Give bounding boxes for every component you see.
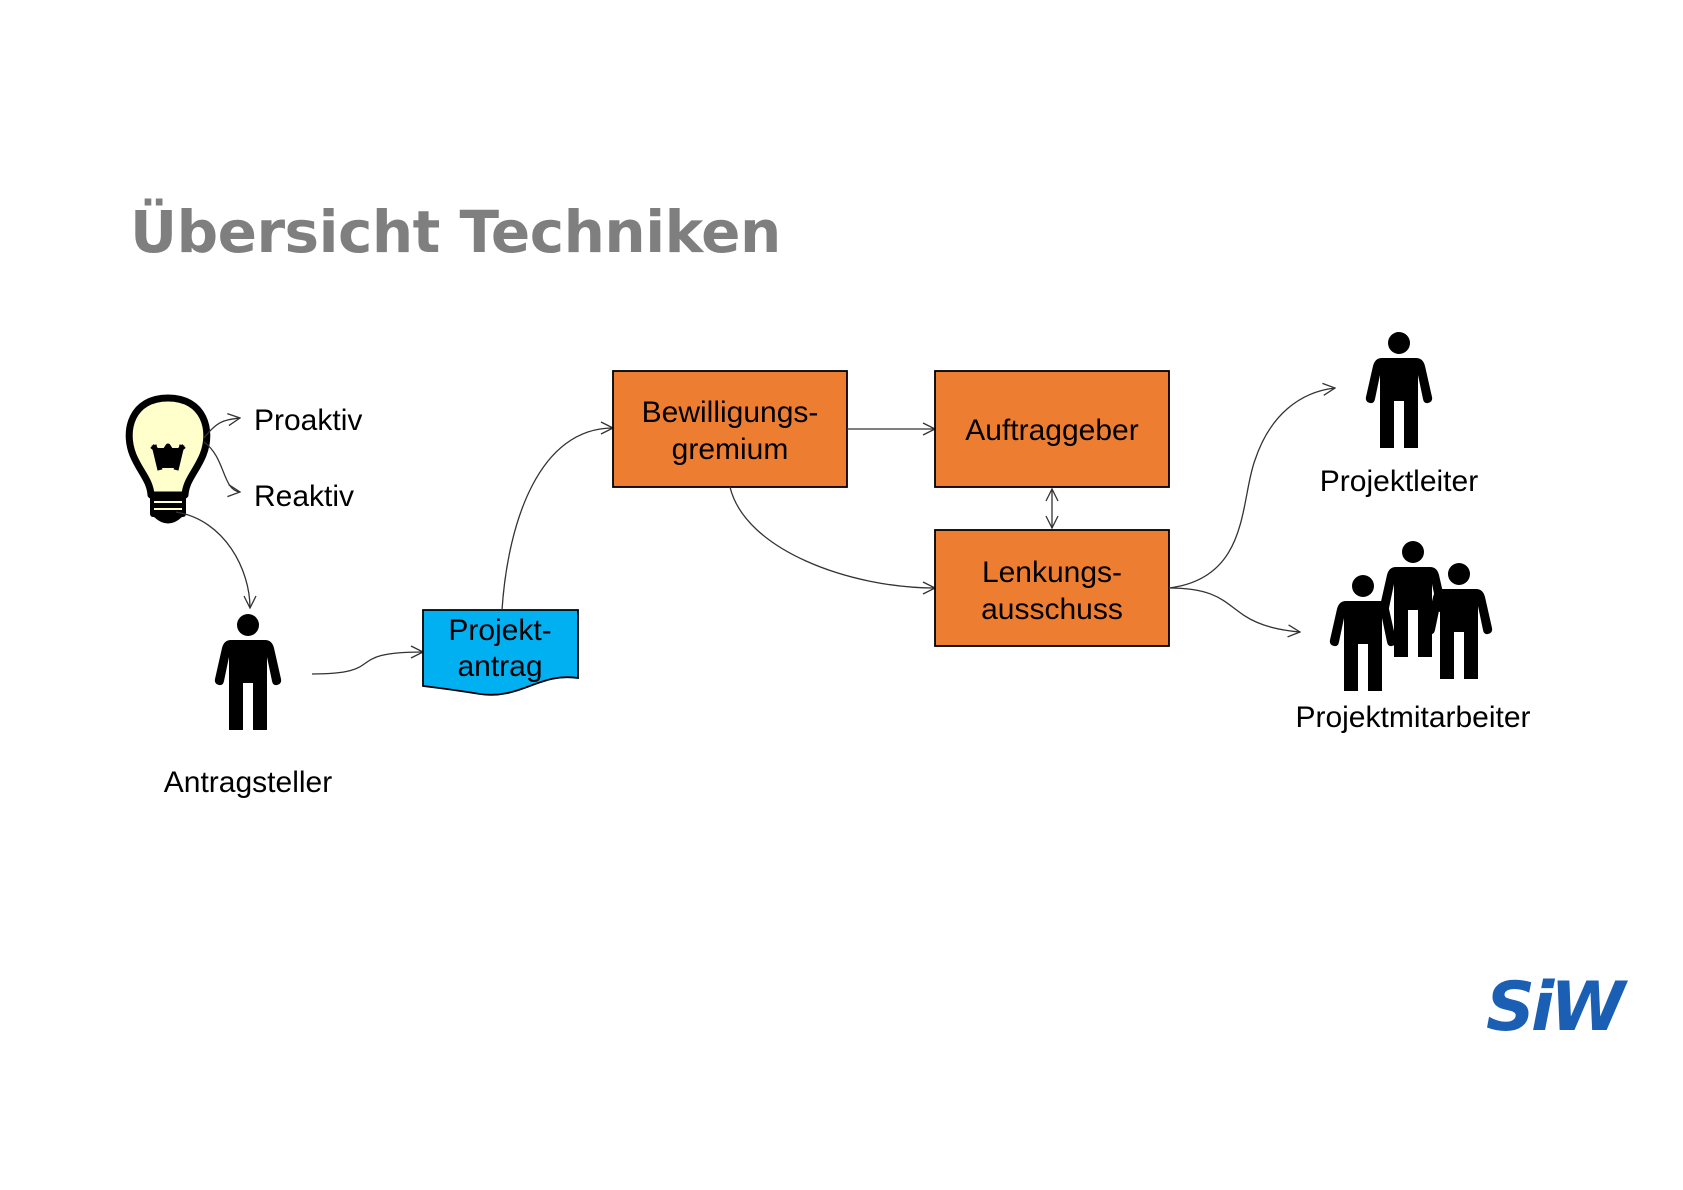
steering-label-line2: ausschuss: [981, 593, 1123, 626]
project-manager-label: Projektleiter: [1320, 465, 1478, 498]
page-title: Übersicht Techniken: [130, 198, 781, 266]
connector-steering-manager: [1168, 388, 1335, 589]
branch-reactive-label: Reaktiv: [254, 480, 354, 513]
proposal-label-line1: Projekt-: [448, 614, 551, 647]
steering-committee-box: Lenkungs- ausschuss: [934, 529, 1170, 647]
connector-steering-staff: [1168, 587, 1300, 632]
project-proposal-document: Projekt- antrag: [422, 609, 579, 696]
branch-proactive-label: Proaktiv: [254, 404, 362, 437]
connector-idea-applicant: [175, 511, 250, 608]
connector-proactive: [203, 418, 240, 439]
svg-text:SiW: SiW: [1486, 968, 1628, 1047]
applicant-label: Antragsteller: [164, 766, 332, 799]
lightbulb-icon: [125, 394, 211, 524]
connector-approval-steering: [729, 486, 935, 588]
project-manager-person-icon: [1365, 332, 1433, 448]
proposal-label-line2: antrag: [457, 650, 542, 683]
project-staff-label: Projektmitarbeiter: [1295, 701, 1530, 734]
connector-reactive: [203, 441, 240, 492]
siw-logo: SiW: [1486, 968, 1632, 1047]
connector-applicant-proposal: [311, 652, 423, 675]
steering-label-line1: Lenkungs-: [982, 556, 1122, 589]
applicant-person-icon: [214, 614, 282, 730]
approval-label-line1: Bewilligungs-: [642, 396, 819, 429]
client-box: Auftraggeber: [934, 370, 1170, 488]
client-label: Auftraggeber: [965, 414, 1138, 447]
project-staff-group-icon: [1329, 541, 1493, 691]
connector-proposal-approval: [501, 428, 613, 611]
approval-committee-box: Bewilligungs- gremium: [612, 370, 848, 488]
approval-label-line2: gremium: [672, 433, 789, 466]
